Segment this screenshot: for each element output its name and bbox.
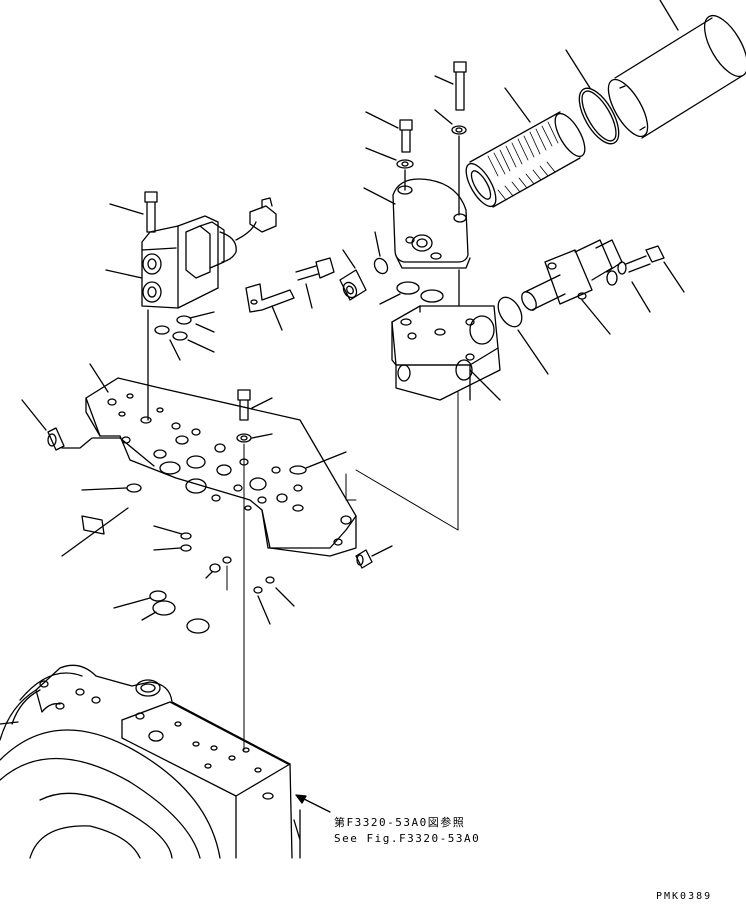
head-bolts	[365, 61, 467, 216]
reference-note-japanese: 第F3320-53A0図参照	[334, 816, 466, 829]
block-o-ring	[497, 296, 549, 375]
solenoid-o-rings	[154, 311, 215, 361]
plate-plug	[21, 399, 121, 451]
cover-o-ring	[565, 49, 620, 145]
page-code: PMK0389	[656, 891, 713, 902]
plate-bottom-plug	[355, 545, 393, 569]
plate-bolt	[236, 389, 273, 443]
valve-body-plate	[85, 363, 357, 557]
assembly-lines	[226, 391, 459, 751]
mounting-block	[391, 269, 501, 401]
head-o-rings	[379, 281, 444, 305]
cartridge-bolt	[617, 245, 685, 313]
filter-cover	[607, 0, 746, 139]
plug-and-o-ring	[339, 231, 389, 301]
filter-head	[363, 178, 471, 269]
bracket-bolt	[295, 257, 335, 309]
lower-o-rings	[113, 556, 295, 634]
filter-element	[465, 87, 586, 208]
bracket	[245, 283, 295, 331]
reference-arrow	[295, 794, 331, 813]
solenoid-valve	[105, 191, 277, 421]
transmission-case	[0, 664, 301, 859]
plate-o-rings	[61, 451, 347, 557]
reference-note-english: See Fig.F3320-53A0	[334, 832, 481, 845]
valve-cartridge	[521, 239, 623, 335]
